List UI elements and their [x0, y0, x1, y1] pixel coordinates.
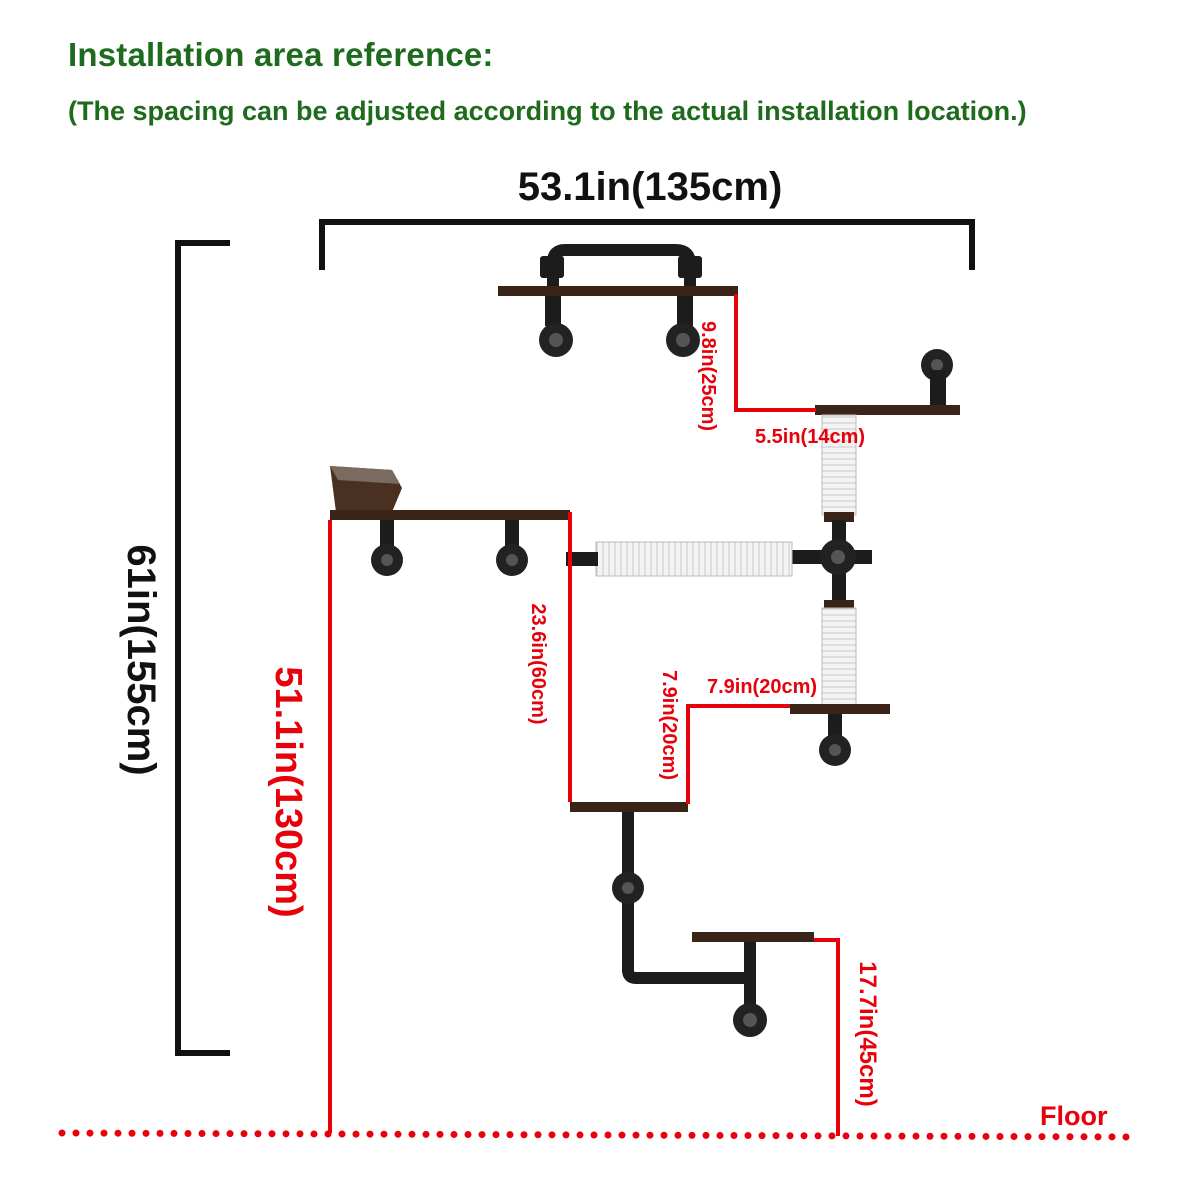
pipe-hub: [792, 520, 872, 600]
bottom-height-line: [814, 938, 840, 1136]
height-bracket: [175, 240, 230, 1056]
lower-right-shelf-board: [790, 704, 890, 714]
lower-step-horizontal-label: 7.9in(20cm): [707, 676, 817, 698]
bottom-height-label: 17.7in(45cm): [854, 961, 881, 1106]
top-step-line: [734, 294, 816, 412]
bottom-shelf-board: [692, 932, 814, 942]
page-title: Installation area reference:: [68, 36, 494, 73]
top-shelf-board: [498, 286, 738, 296]
width-label: 53.1in(135cm): [518, 165, 783, 209]
lower-right-shelf-unit: [790, 704, 890, 766]
lower-step-vertical-label: 7.9in(20cm): [658, 670, 680, 780]
sisal-post-lower: [821, 607, 857, 707]
height-label: 61in(155cm): [119, 544, 163, 775]
floor-label: Floor: [1040, 1101, 1108, 1131]
left-shelf-board: [330, 510, 570, 520]
top-handle-pipe: [547, 244, 696, 286]
middle-drop-label: 23.6in(60cm): [527, 603, 549, 724]
upper-right-shelf-unit: [815, 349, 960, 415]
top-shelf-unit: [498, 244, 738, 357]
middle-step-board: [570, 802, 688, 812]
left-shelf-unit: [330, 466, 570, 576]
floor-line: [58, 1129, 1140, 1141]
red-dimension-lines: [328, 294, 840, 1136]
upper-right-shelf-board: [815, 405, 960, 415]
left-height-label: 51.1in(130cm): [267, 666, 309, 917]
top-step-horizontal-label: 5.5in(14cm): [755, 426, 865, 448]
lower-step-line: [686, 704, 790, 804]
width-dimension: 53.1in(135cm): [319, 165, 975, 270]
floor: Floor: [58, 1101, 1140, 1141]
sisal-post-horizontal: [595, 541, 793, 577]
page-subtitle: (The spacing can be adjusted according t…: [68, 96, 1027, 126]
middle-step-unit: [570, 802, 756, 984]
top-step-vertical-label: 9.8in(25cm): [697, 321, 719, 431]
bottom-shelf-unit: [692, 932, 814, 1037]
height-dimension: 61in(155cm): [119, 240, 230, 1056]
width-bracket: [319, 219, 975, 270]
